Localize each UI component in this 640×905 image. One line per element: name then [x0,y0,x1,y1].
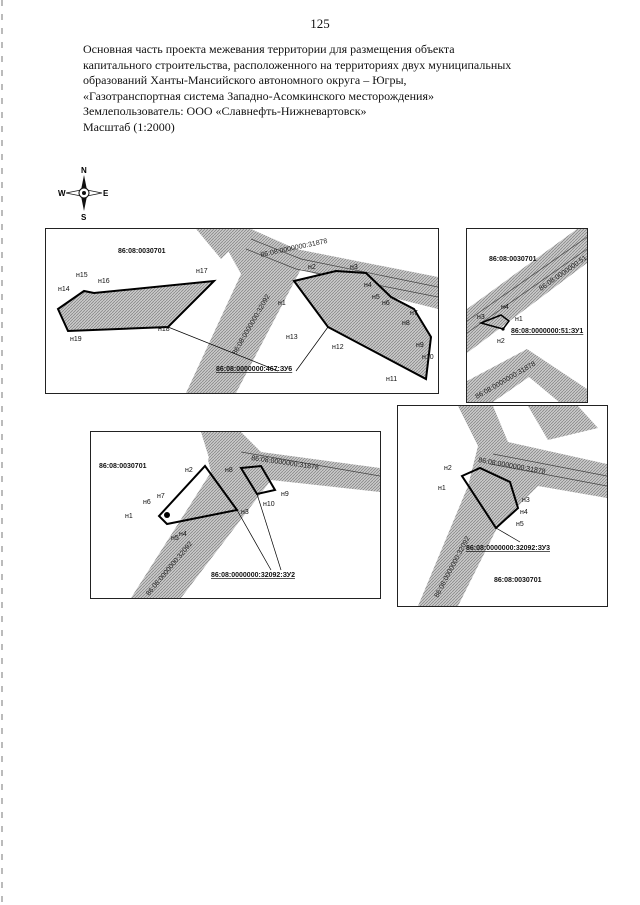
leader-line [295,326,329,372]
road-edge-line [489,463,607,487]
point-label: н16 [98,278,110,285]
compass-rose: N S W E [58,165,110,221]
point-label: н5 [171,535,179,542]
point-label: н4 [520,509,528,516]
road-edge-line [492,453,607,477]
point-label: н6 [382,300,390,307]
road-edge-line [245,248,438,298]
point-label: н18 [158,326,170,333]
point-label: н3 [477,314,485,321]
point-label: н2 [444,465,452,472]
parcel-outline [239,464,277,496]
point-label: н15 [76,272,88,279]
parcel-label: 86:08:0000000:51:ЗУ1 [511,328,583,335]
parcel-outline [292,269,433,381]
block-label: 86:08:0030701 [494,577,542,584]
road-corridor [196,229,231,259]
road-corridor [528,406,598,440]
block-label: 86:08:0030701 [489,256,537,263]
header-line: Основная часть проекта межевания террито… [83,42,455,56]
compass-north-label: N [81,166,87,175]
block-label: 86:08:0030701 [118,248,166,255]
road-edge-line [240,451,380,477]
header-line: Масштаб (1:2000) [83,119,175,134]
point-label: н9 [281,491,289,498]
map-panel-1: 86:08:0000000:31878 86:08:0000000:32092 … [45,228,439,394]
point-label: н11 [386,376,397,383]
point-label: н2 [308,264,316,271]
parcel-outline [460,466,520,530]
point-label: н5 [372,294,380,301]
road-edge-line [250,238,438,288]
point-label: н6 [143,499,151,506]
parcel-outline [56,279,217,333]
point-label: н3 [350,264,358,271]
point-label: н5 [516,521,524,528]
leader-line [167,326,279,372]
point-label: н8 [225,467,233,474]
point-label: н1 [438,485,446,492]
block-label: 86:08:0030701 [99,463,147,470]
road-corridor [418,406,607,606]
point-label: н8 [402,320,410,327]
page-edge [1,0,3,905]
parcel-label: 86:08:0000000:32092:ЗУ3 [466,545,550,552]
compass-south-label: S [81,213,87,221]
point-label: н1 [125,513,133,520]
header-line: образований Ханты-Мансийского автономног… [83,73,407,88]
header-line: Землепользователь: ООО «Славнефть-Нижнев… [83,104,367,119]
parcel-label: 86:08:0000000:32092:ЗУ2 [211,572,295,579]
road-edge-line [467,236,587,322]
point-label: н2 [185,467,193,474]
point-label: н10 [422,354,434,361]
leader-line [256,493,282,571]
document-header: Основная часть проекта межевания террито… [83,42,603,136]
point-label: н4 [501,304,509,311]
point-label: н7 [410,310,418,317]
parcel-outline [478,314,511,330]
point-label: н4 [364,282,372,289]
point-label: н19 [70,336,82,343]
point-label: н9 [416,342,424,349]
point-label: н14 [58,286,70,293]
point-label: н3 [241,509,249,516]
leader-line [495,527,521,543]
header-line: «Газотранспортная система Западно-Асомки… [83,88,434,103]
compass-star-icon [65,175,103,211]
map-panel-2: 86:08:0000000:51 86:08:0000000:31878 86:… [466,228,588,403]
parcel-label: 86:08:0000000:467:ЗУ6 [216,366,292,373]
point-label: н10 [263,501,275,508]
leader-line [236,509,272,571]
map-panel-4: 86:08:0000000:31878 86:08:0000000:32092 … [397,405,608,607]
map-panel-3: 86:08:0000000:31878 86:08:0000000:32092 … [90,431,381,599]
compass-east-label: E [103,189,109,198]
point-label: н1 [278,300,286,307]
land-block [91,432,209,542]
parcel-point [501,327,505,331]
page-number: 125 [310,16,330,31]
point-label: н12 [332,344,344,351]
point-label: н17 [196,268,208,275]
point-label: н4 [179,531,187,538]
road-edge-line [467,248,587,334]
point-label: н1 [515,316,523,323]
road-corridor [186,229,438,393]
point-label: н13 [286,334,298,341]
point-label: н3 [522,497,530,504]
road-corridor [131,432,380,598]
road-corridor [467,349,587,402]
point-label: н2 [497,338,505,345]
parcel-point [164,512,170,518]
compass-west-label: W [58,189,66,198]
header-line: капитального строительства, расположенно… [83,57,512,72]
point-label: н7 [157,493,165,500]
